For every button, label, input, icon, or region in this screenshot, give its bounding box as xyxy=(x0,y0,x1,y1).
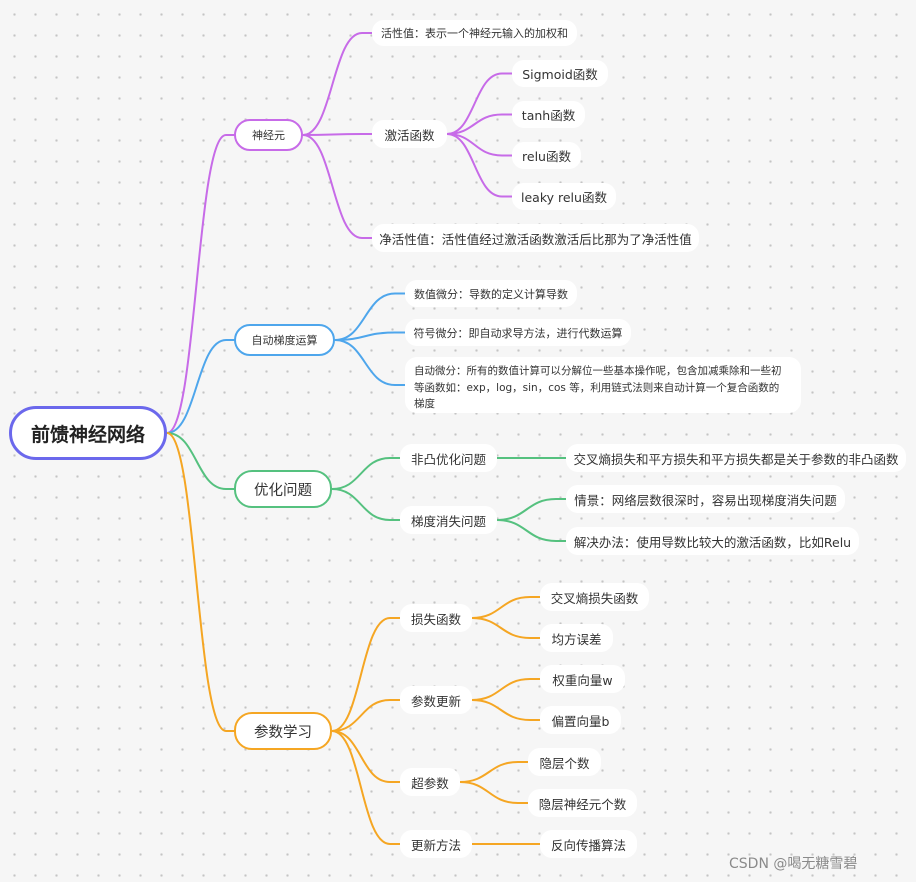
cross-entropy-node[interactable]: 交叉熵损失函数 xyxy=(540,583,649,611)
vanish-scenario-node[interactable]: 情景：网络层数很深时，容易出现梯度消失问题 xyxy=(566,485,845,513)
link-autodiff-symbolic-diff-node xyxy=(334,331,406,341)
weight-vector-node[interactable]: 权重向量w xyxy=(540,665,625,693)
link-root-neuron xyxy=(166,134,235,434)
link-vanish-scenario xyxy=(496,498,567,521)
link-opt-nonconvex xyxy=(331,457,401,490)
nonconvex-detail-node[interactable]: 交叉熵损失和平方损失和平方损失都是关于参数的非凸函数 xyxy=(566,444,906,472)
bias-vector-node[interactable]: 偏置向量b xyxy=(540,706,621,734)
link-neuron-net xyxy=(302,134,373,239)
relu-node[interactable]: relu函数 xyxy=(512,142,581,169)
tanh-node[interactable]: tanh函数 xyxy=(512,101,585,128)
numeric-diff-node[interactable]: 数值微分：导数的定义计算导数 xyxy=(405,280,577,307)
link-root-params xyxy=(166,432,235,732)
hyperparam-node[interactable]: 超参数 xyxy=(400,768,460,796)
sigmoid-node[interactable]: Sigmoid函数 xyxy=(512,60,608,87)
link-update-b xyxy=(471,699,541,721)
neuron-node[interactable]: 神经元 xyxy=(234,119,303,151)
param-learning-node[interactable]: 参数学习 xyxy=(234,712,332,750)
mse-node[interactable]: 均方误差 xyxy=(540,624,613,652)
link-loss-mse xyxy=(471,617,541,639)
hidden-neurons-node[interactable]: 隐层神经元个数 xyxy=(528,789,637,817)
auto-diff-node[interactable]: 自动微分：所有的数值计算可以分解位一些基本操作呢，包含加减乘除和一些初 等函数如… xyxy=(405,357,801,413)
link-params-loss-function-node xyxy=(331,617,401,732)
activation-function-node[interactable]: 激活函数 xyxy=(372,120,447,148)
nonconvex-node[interactable]: 非凸优化问题 xyxy=(400,444,497,472)
symbolic-diff-node[interactable]: 符号微分：即自动求导方法，进行代数运算 xyxy=(405,319,631,346)
link-update-w xyxy=(471,678,541,701)
link-root-autodiff xyxy=(166,339,235,434)
auto-diff-line-1: 自动微分：所有的数值计算可以分解位一些基本操作呢，包含加减乘除和一些初 xyxy=(414,365,782,377)
gradient-vanish-node[interactable]: 梯度消失问题 xyxy=(400,506,497,534)
hidden-layers-node[interactable]: 隐层个数 xyxy=(528,748,601,776)
link-params-param-update-node xyxy=(331,699,401,732)
link-vanish-solution xyxy=(496,519,567,542)
auto-diff-line-2: 等函数如：exp，log，sin，cos 等，利用链式法则来自动计算一个复合函数… xyxy=(414,381,780,394)
link-loss-ce xyxy=(471,596,541,619)
backprop-node[interactable]: 反向传播算法 xyxy=(540,830,637,858)
vanish-solution-node[interactable]: 解决办法：使用导数比较大的激活函数，比如Relu xyxy=(566,527,859,555)
link-autodiff-numeric-diff-node xyxy=(334,292,406,341)
update-method-node[interactable]: 更新方法 xyxy=(400,830,472,858)
link-activation-relu-node xyxy=(446,133,513,157)
param-update-node[interactable]: 参数更新 xyxy=(400,686,472,714)
root-node[interactable]: 前馈神经网络 xyxy=(9,406,167,460)
link-neuron-activation xyxy=(302,133,373,136)
link-hyper-neurons xyxy=(459,781,529,804)
link-params-update-method-node xyxy=(331,730,401,845)
watermark: CSDN @喝无糖雪碧 xyxy=(729,856,858,872)
net-active-value-node[interactable]: 净活性值：活性值经过激活函数激活后比那为了净活性值 xyxy=(372,224,699,252)
optimization-node[interactable]: 优化问题 xyxy=(234,470,332,508)
autodiff-node[interactable]: 自动梯度运算 xyxy=(234,324,335,356)
link-neuron-active xyxy=(302,32,373,136)
link-opt-vanish xyxy=(331,488,401,521)
link-autodiff-auto-diff-node xyxy=(334,339,406,386)
link-params-hyperparam-node xyxy=(331,730,401,783)
link-activation-sigmoid-node xyxy=(446,72,513,135)
leaky-relu-node[interactable]: leaky relu函数 xyxy=(512,183,616,210)
link-hyper-layers xyxy=(459,761,529,783)
link-activation-tanh-node xyxy=(446,113,513,135)
link-root-optimization xyxy=(166,432,235,490)
link-activation-leaky-relu-node xyxy=(446,133,513,198)
loss-function-node[interactable]: 损失函数 xyxy=(400,604,472,632)
auto-diff-line-3: 梯度 xyxy=(414,398,435,410)
active-value-node[interactable]: 活性值：表示一个神经元输入的加权和 xyxy=(372,20,577,46)
